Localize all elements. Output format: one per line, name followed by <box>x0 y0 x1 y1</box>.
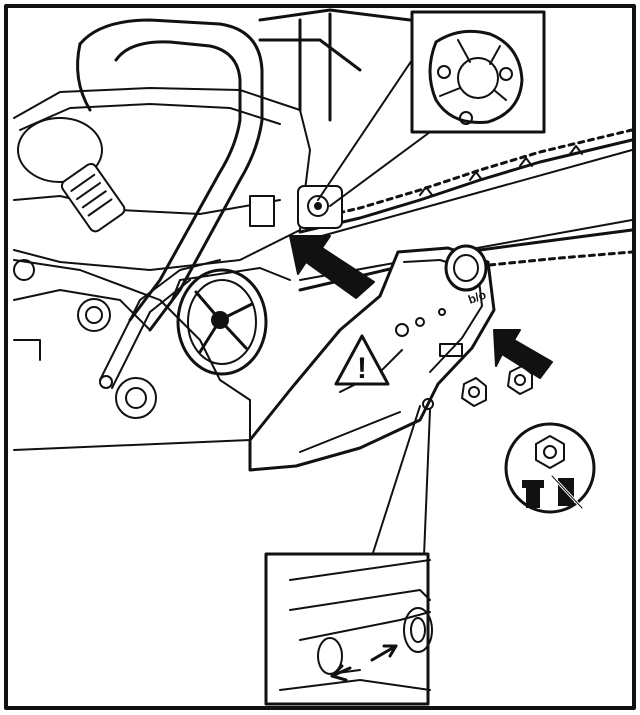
bar-nuts <box>461 365 533 407</box>
clutch-drum <box>171 267 291 376</box>
bolt-inset <box>264 405 433 706</box>
front-handle <box>76 8 412 332</box>
sprocket-inset <box>317 10 546 207</box>
chain-tensioner <box>249 185 343 229</box>
diagram-frame <box>4 4 636 710</box>
warning-triangle-icon: ! <box>334 334 390 386</box>
warning-symbol: ! <box>357 352 367 385</box>
wrench-icon <box>522 480 544 508</box>
arrow-icon <box>289 235 375 299</box>
arrow-icon-cover <box>493 329 553 379</box>
cover-marking-label: b/o <box>466 288 488 307</box>
chainsaw-body <box>13 87 311 451</box>
wrench-crossed-icon <box>550 474 584 510</box>
nut-icon <box>535 435 565 469</box>
torque-icon <box>504 422 596 514</box>
